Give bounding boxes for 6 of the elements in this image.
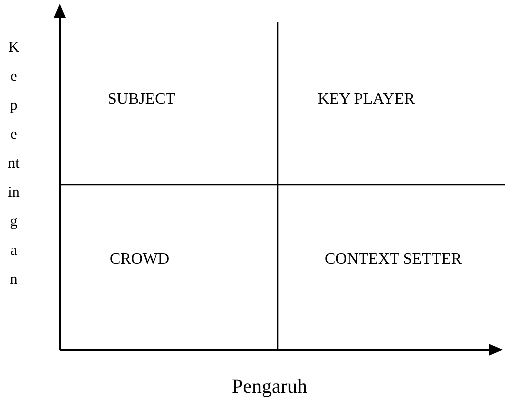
axis-title: Pengaruh bbox=[232, 375, 308, 400]
quadrant-label: KEY PLAYER bbox=[318, 90, 416, 110]
quadrant-label: CONTEXT SETTER bbox=[325, 250, 462, 270]
axis-title: Kepentingan bbox=[8, 39, 20, 290]
quadrant-label: SUBJECT bbox=[108, 90, 176, 110]
quadrant-label: CROWD bbox=[110, 250, 170, 270]
